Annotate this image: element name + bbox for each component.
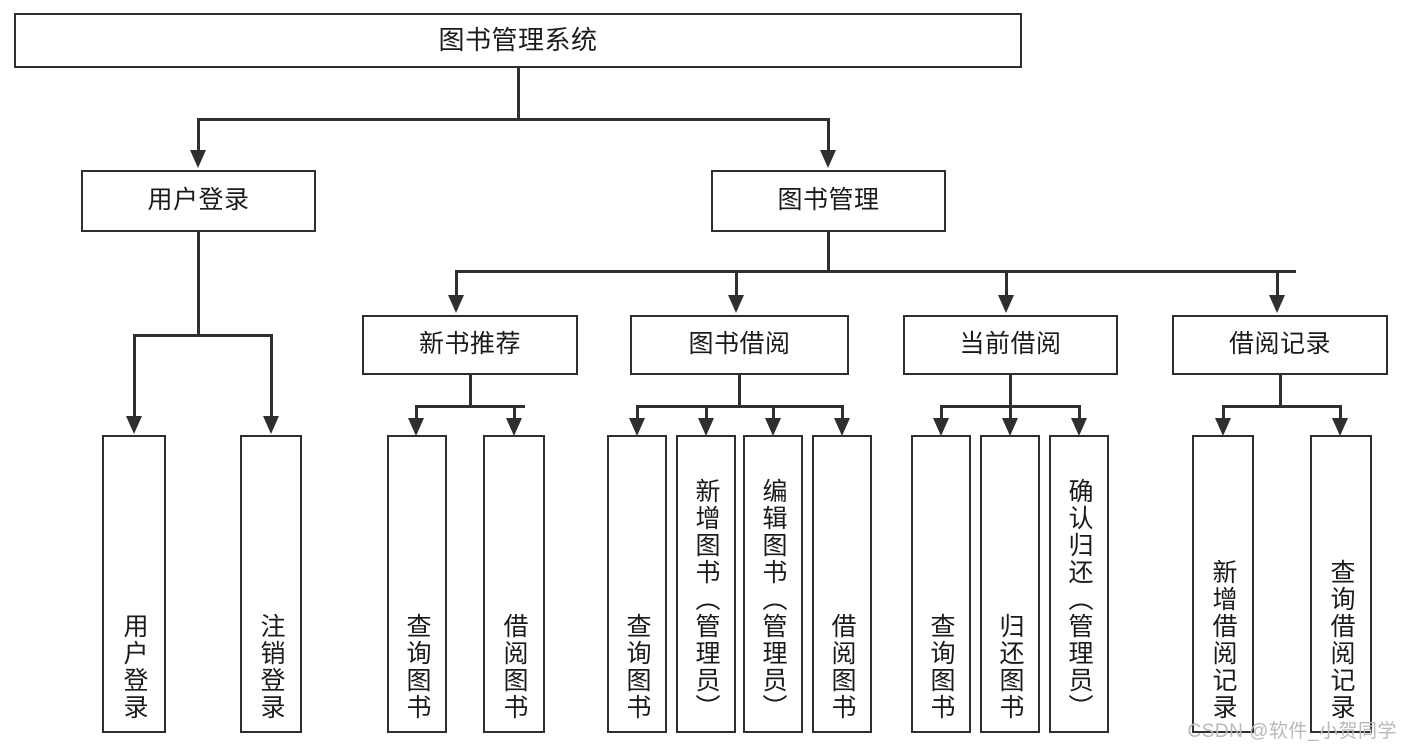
node-book-management-label: 图书管理 [777,186,880,215]
arrow-book-manage-to-current-borrow [998,295,1014,313]
arrow-book-manage-to-borrow-record [1269,295,1285,313]
connector-book-manage-to-current-borrow [1005,270,1008,296]
connector-borrow-record-stem [1279,375,1282,407]
leaf-add-borrow-record-label: 新增借阅记录 [1209,559,1237,721]
connector-current-borrow-to-leaf2 [1009,405,1012,419]
connector-user-login-to-leaf1 [133,334,136,417]
leaf-user-login-label: 用户登录 [120,613,148,721]
node-current-borrow-label: 当前借阅 [959,330,1062,359]
leaf-query-book-2-label: 查询图书 [623,613,651,721]
connector-book-manage-to-borrow-record [1276,270,1279,296]
node-current-borrow[interactable]: 当前借阅 [903,315,1118,375]
node-book-borrow-label: 图书借阅 [688,330,791,359]
connector-book-borrow-stem [738,375,741,407]
connector-borrow-record-to-leaf1 [1222,405,1225,419]
leaf-query-book-1-label: 查询图书 [403,613,431,721]
connector-borrow-record-to-leaf2 [1339,405,1342,419]
arrow-current-borrow-to-leaf2 [1002,418,1018,436]
leaf-edit-book-admin-label: 编辑图书（管理员） [759,478,787,721]
arrow-user-login-to-leaf1 [126,416,142,434]
arrow-user-login-to-leaf2 [263,416,279,434]
arrow-borrow-record-to-leaf2 [1332,418,1348,436]
arrow-book-borrow-to-leaf2 [698,418,714,436]
connector-current-borrow-to-leaf3 [1078,405,1081,419]
connector-book-borrow-bus [636,405,842,408]
leaf-query-borrow-record-label: 查询借阅记录 [1327,559,1355,721]
connector-root-stem [517,68,520,120]
connector-book-borrow-to-leaf2 [705,405,708,419]
connector-user-login-stem [197,232,200,336]
arrow-book-borrow-to-leaf1 [629,418,645,436]
connector-new-book-rec-stem [469,375,472,407]
connector-book-manage-bus [455,270,1296,273]
connector-root-to-user-login [197,118,200,151]
connector-book-borrow-to-leaf1 [636,405,639,419]
leaf-add-book-admin-label: 新增图书（管理员） [692,478,720,721]
leaf-query-book-1[interactable]: 查询图书 [387,435,447,733]
arrow-new-book-rec-to-leaf1 [408,418,424,436]
connector-user-login-to-leaf2 [270,334,273,417]
connector-current-borrow-stem [1009,375,1012,407]
leaf-query-borrow-record[interactable]: 查询借阅记录 [1310,435,1372,733]
node-book-borrow[interactable]: 图书借阅 [630,315,849,375]
arrow-book-borrow-to-leaf4 [834,418,850,436]
leaf-user-login[interactable]: 用户登录 [102,435,166,733]
leaf-return-book-label: 归还图书 [996,613,1024,721]
leaf-query-book-2[interactable]: 查询图书 [607,435,667,733]
node-new-book-recommend[interactable]: 新书推荐 [362,315,578,375]
leaf-query-book-3[interactable]: 查询图书 [911,435,971,733]
arrow-book-manage-to-new-book-rec [448,295,464,313]
node-book-management[interactable]: 图书管理 [711,170,946,232]
leaf-add-borrow-record[interactable]: 新增借阅记录 [1192,435,1254,733]
connector-book-manage-to-new-book-rec [455,270,458,296]
leaf-confirm-return-admin-label: 确认归还（管理员） [1065,478,1093,721]
arrow-current-borrow-to-leaf1 [933,418,949,436]
connector-current-borrow-to-leaf1 [940,405,943,419]
arrow-borrow-record-to-leaf1 [1215,418,1231,436]
leaf-borrow-book-1[interactable]: 借阅图书 [483,435,545,733]
connector-book-manage-to-book-borrow [735,270,738,296]
node-borrow-record-label: 借阅记录 [1228,330,1331,359]
leaf-logout-login[interactable]: 注销登录 [240,435,302,733]
connector-book-manage-stem [827,232,830,272]
leaf-add-book-admin[interactable]: 新增图书（管理员） [676,435,736,733]
leaf-return-book[interactable]: 归还图书 [980,435,1040,733]
leaf-borrow-book-2[interactable]: 借阅图书 [812,435,872,733]
leaf-edit-book-admin[interactable]: 编辑图书（管理员） [743,435,803,733]
connector-borrow-record-bus [1222,405,1340,408]
connector-new-book-rec-to-leaf1 [415,405,418,419]
connector-book-borrow-to-leaf3 [772,405,775,419]
arrow-root-to-user-login [190,150,206,168]
connector-root-bus [197,118,830,121]
connector-new-book-rec-bus [415,405,525,408]
arrow-book-borrow-to-leaf3 [765,418,781,436]
node-new-book-recommend-label: 新书推荐 [418,330,521,359]
leaf-confirm-return-admin[interactable]: 确认归还（管理员） [1049,435,1109,733]
connector-user-login-bus [133,334,272,337]
node-root-book-management-system[interactable]: 图书管理系统 [14,13,1022,68]
leaf-borrow-book-2-label: 借阅图书 [828,613,856,721]
arrow-current-borrow-to-leaf3 [1071,418,1087,436]
arrow-book-manage-to-book-borrow [728,295,744,313]
node-borrow-record[interactable]: 借阅记录 [1172,315,1388,375]
node-user-login-label: 用户登录 [147,186,250,215]
leaf-logout-login-label: 注销登录 [257,613,285,721]
leaf-query-book-3-label: 查询图书 [927,613,955,721]
arrow-new-book-rec-to-leaf2 [506,418,522,436]
connector-root-to-book-manage [827,118,830,151]
node-root-label: 图书管理系统 [438,25,598,56]
arrow-root-to-book-manage [820,150,836,168]
connector-book-borrow-to-leaf4 [841,405,844,419]
leaf-borrow-book-1-label: 借阅图书 [500,613,528,721]
connector-new-book-rec-to-leaf2 [513,405,516,419]
node-user-login[interactable]: 用户登录 [81,170,316,232]
